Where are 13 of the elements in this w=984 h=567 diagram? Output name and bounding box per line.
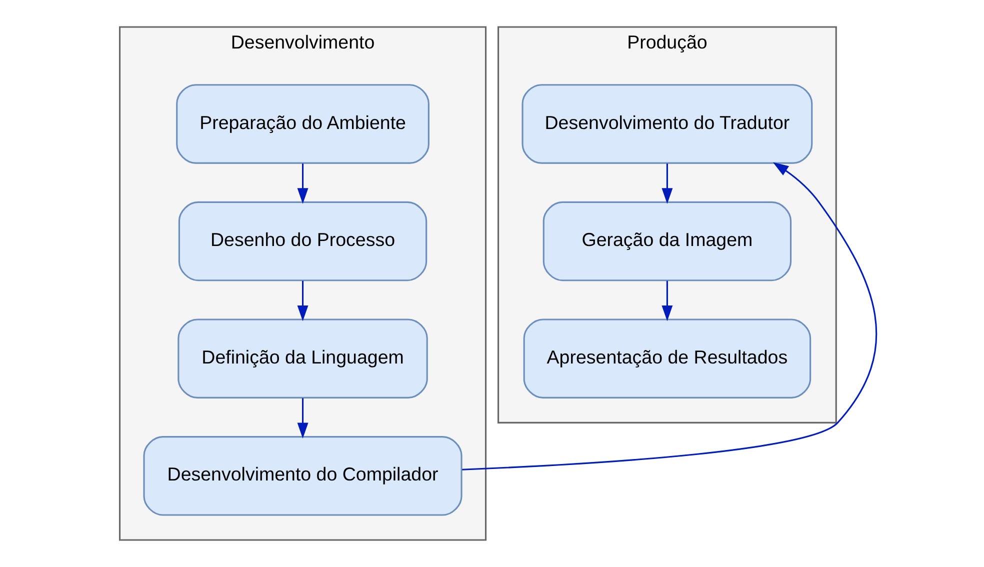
node-box: Geração da Imagem (542, 201, 792, 282)
node-box: Preparação do Ambiente (176, 84, 430, 164)
node-box: Definição da Linguagem (178, 318, 428, 398)
node-box: Desenvolvimento do Tradutor (522, 84, 813, 164)
arrow (662, 280, 673, 322)
arrow (297, 280, 308, 322)
node-box: Desenho do Processo (178, 201, 428, 282)
node-box: Apresentação de Resultados (523, 318, 812, 398)
arrow (462, 162, 878, 470)
node-box: Desenvolvimento do Compilador (143, 436, 462, 516)
arrow (297, 164, 308, 204)
arrow (297, 398, 308, 438)
arrow (662, 164, 673, 204)
